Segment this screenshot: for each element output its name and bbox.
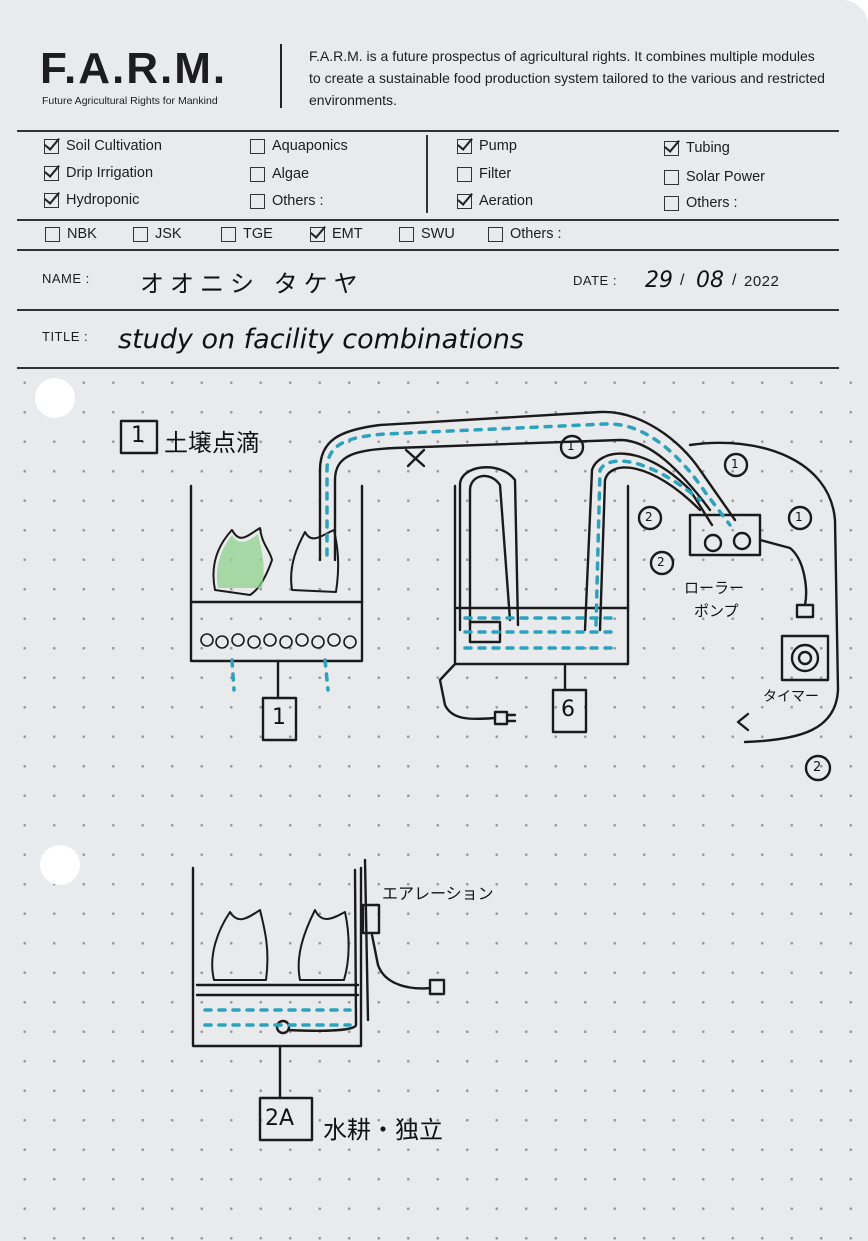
checkbox[interactable] [664, 140, 679, 156]
check-soil-cultivation[interactable]: Soil Cultivation [44, 138, 162, 154]
check-jsk[interactable]: JSK [133, 226, 182, 242]
name-value[interactable]: オオニシ タケヤ [140, 270, 364, 298]
date-label: DATE : [573, 273, 617, 288]
checkbox[interactable] [488, 226, 503, 242]
header-divider [280, 44, 282, 108]
punch-hole-bottom [40, 845, 80, 885]
tank-2a-label: 2A [265, 1106, 295, 1131]
check-aeration[interactable]: Aeration [457, 193, 533, 209]
timer [780, 634, 830, 682]
rule [17, 367, 839, 369]
check-tubing[interactable]: Tubing [664, 140, 730, 156]
intro-text: F.A.R.M. is a future prospectus of agric… [309, 48, 825, 108]
roller-pump [688, 513, 762, 557]
name-label: NAME : [42, 271, 90, 286]
tank-1-label: 1 [272, 705, 286, 730]
checkbox[interactable] [250, 138, 265, 154]
logo-subtitle: Future Agricultural Rights for Mankind [42, 95, 218, 107]
date-slash: / [680, 272, 685, 289]
checkbox[interactable] [44, 138, 59, 154]
checkbox[interactable] [457, 166, 472, 182]
tube-marker-1: 1 [567, 439, 575, 453]
rule [17, 130, 839, 132]
aeration-label: エアレーション [382, 884, 494, 903]
check-tge[interactable]: TGE [221, 226, 273, 242]
checkbox[interactable] [457, 138, 472, 154]
tube-marker-2: 2 [657, 555, 665, 569]
tank-2a-outline [191, 866, 363, 1048]
heading-soil-drip: 土壌点滴 [164, 429, 260, 457]
tube-marker-2: 2 [645, 510, 653, 524]
check-solar-power[interactable]: Solar Power [664, 169, 765, 185]
date-slash: / [732, 272, 737, 289]
checkbox[interactable] [45, 226, 60, 242]
heading-number: 1 [131, 423, 145, 448]
checkbox[interactable] [44, 192, 59, 208]
timer-label: タイマー [763, 689, 819, 705]
checkbox[interactable] [457, 193, 472, 209]
date-year: 2022 [744, 273, 780, 290]
check-swu[interactable]: SWU [399, 226, 455, 242]
check-algae[interactable]: Algae [250, 166, 309, 182]
heading-box [119, 419, 159, 455]
checklist-divider [426, 135, 428, 213]
date-day[interactable]: 29 [645, 268, 673, 293]
rule [17, 219, 839, 221]
tube-marker-2: 2 [813, 760, 822, 775]
checkbox[interactable] [664, 169, 679, 185]
check-hydroponic[interactable]: Hydroponic [44, 192, 139, 208]
check-nbk[interactable]: NBK [45, 226, 97, 242]
checkbox[interactable] [250, 193, 265, 209]
checkbox[interactable] [310, 226, 325, 242]
title-value[interactable]: study on facility combinations [118, 324, 524, 355]
pump-label: ポンプ [694, 602, 739, 620]
tube-marker-1: 1 [795, 510, 803, 524]
check-drip-irrigation[interactable]: Drip Irrigation [44, 165, 153, 181]
check-others-1[interactable]: Others : [250, 193, 324, 209]
date-month[interactable]: 08 [696, 268, 724, 293]
checkbox[interactable] [221, 226, 236, 242]
checkbox[interactable] [133, 226, 148, 242]
check-others-2[interactable]: Others : [664, 195, 738, 211]
punch-hole-top [35, 378, 75, 418]
tank-6-outline [453, 484, 630, 666]
roller-label: ローラー [684, 579, 745, 597]
farm-logo: F.A.R.M. [40, 44, 228, 93]
rule [17, 309, 839, 311]
check-others-3[interactable]: Others : [488, 226, 562, 242]
tank-6-label: 6 [561, 697, 575, 722]
check-filter[interactable]: Filter [457, 166, 511, 182]
tank-1-outline [189, 484, 364, 663]
checkbox[interactable] [664, 195, 679, 211]
checkbox[interactable] [250, 166, 265, 182]
checkbox[interactable] [399, 226, 414, 242]
check-pump[interactable]: Pump [457, 138, 517, 154]
title-label: TITLE : [42, 329, 89, 344]
checkbox[interactable] [44, 165, 59, 181]
check-emt[interactable]: EMT [310, 226, 363, 242]
tube-marker-1: 1 [731, 457, 739, 471]
check-aquaponics[interactable]: Aquaponics [250, 138, 348, 154]
rule [17, 249, 839, 251]
tank-2a-caption: 水耕・独立 [323, 1116, 443, 1144]
